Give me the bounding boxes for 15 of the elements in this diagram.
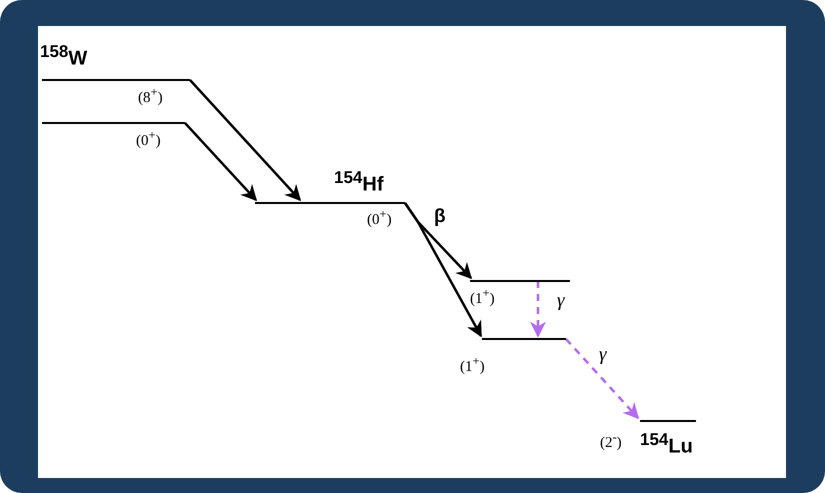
isotope-label: $^{158}$W	[40, 41, 88, 71]
isotope-label: $^{154}$Hf	[334, 167, 384, 197]
decay-arrow	[189, 79, 302, 202]
spin-label: (1$^{+}$)	[460, 353, 485, 376]
spin-label: (0$^{+}$)	[136, 127, 161, 150]
decay-arrow	[184, 122, 258, 202]
decay-arrow	[404, 202, 482, 338]
isotope-label: $^{154}$Lu	[640, 429, 693, 459]
decay-label: β	[434, 206, 446, 228]
spin-label: (8$^{+}$)	[138, 84, 163, 107]
spin-label: (0$^{+}$)	[367, 206, 392, 229]
gamma-transition-arrow	[565, 338, 640, 420]
spin-label: (2$^{-}$)	[600, 429, 622, 452]
gamma-transition-arrow	[530, 281, 546, 338]
spin-label: (1$^{+}$)	[470, 285, 495, 308]
